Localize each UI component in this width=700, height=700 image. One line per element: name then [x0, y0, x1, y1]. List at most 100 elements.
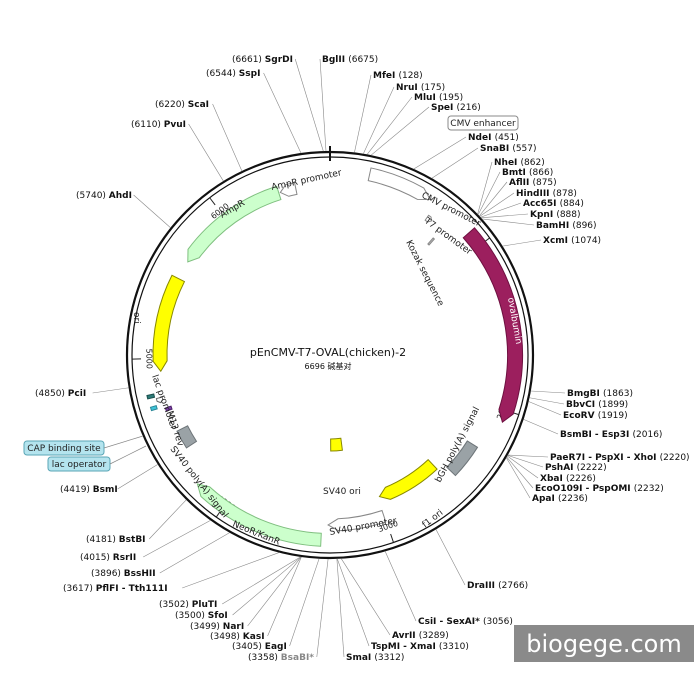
- site-leader: [354, 74, 372, 153]
- site-name: BmgBI: [567, 389, 603, 399]
- site-leader: [232, 556, 302, 616]
- leader-cap: [103, 435, 144, 449]
- site-leader: [370, 106, 430, 156]
- site-label: KpnI (888): [530, 210, 581, 220]
- site-label: PshAI (2222): [545, 463, 607, 473]
- boxed-label-lac-operator: lac operator: [47, 456, 111, 472]
- site-label: SpeI (216): [431, 103, 481, 113]
- site-leader: [247, 556, 302, 627]
- tick-mark: [390, 533, 394, 543]
- site-leader: [133, 194, 171, 228]
- feature-neor-kanr: [196, 483, 322, 547]
- site-name: SpeI: [431, 103, 457, 113]
- site-name: PaeR7I - PspXI - XhoI: [550, 453, 660, 463]
- site-label: (6661) SgrDI: [232, 55, 293, 65]
- watermark-text: biogege.com: [526, 630, 681, 658]
- site-leader: [435, 529, 466, 586]
- feature-f1-ori: [378, 458, 438, 500]
- site-leader: [148, 499, 187, 540]
- site-leader: [507, 454, 549, 458]
- site-name: PluTI: [192, 600, 218, 610]
- site-name: XbaI: [540, 474, 566, 484]
- feature-m13-rev: [164, 405, 173, 412]
- site-label: DraIII (2766): [467, 581, 528, 591]
- feature-ampr: [187, 185, 282, 263]
- site-pos: (2226): [566, 474, 596, 484]
- site-label: AflII (875): [509, 178, 557, 188]
- site-name: EcoRV: [563, 411, 598, 421]
- site-name: AhdI: [109, 191, 132, 201]
- site-name: TspMI - XmaI: [371, 642, 439, 652]
- site-label: (3499) NarI: [190, 622, 244, 632]
- site-pos: (1919): [598, 411, 628, 421]
- site-name: EcoO109I - PspOMI: [535, 484, 634, 494]
- restriction-sites: BglII (6675)(6661) SgrDI(6544) SspI(6220…: [35, 55, 690, 663]
- features: [146, 167, 523, 547]
- site-label: BsmBI - Esp3I (2016): [560, 430, 662, 440]
- site-label: MfeI (128): [373, 71, 423, 81]
- site-pos: (2766): [498, 581, 528, 591]
- site-label: (6220) ScaI: [155, 100, 209, 110]
- site-label: BglII (6675): [322, 55, 378, 65]
- site-leader: [336, 558, 370, 647]
- site-pos: (2222): [577, 463, 607, 473]
- boxed-label-cmv-enhancer: CMV enhancer: [447, 115, 519, 131]
- site-label: SnaBI (557): [480, 144, 537, 154]
- site-name: SgrDI: [265, 55, 293, 65]
- site-label: AvrII (3289): [392, 631, 449, 641]
- plasmid-size: 6696 碱基对: [305, 361, 352, 371]
- site-pos: (3498): [210, 632, 243, 642]
- site-pos: (888): [556, 210, 580, 220]
- plasmid-backbone: [125, 146, 535, 560]
- site-leader: [506, 456, 534, 489]
- site-pos: (3405): [232, 642, 265, 652]
- label-ampr-promoter: AmpR promoter: [271, 168, 343, 193]
- site-name: ApaI: [532, 494, 558, 504]
- site-label: PaeR7I - PspXI - XhoI (2220): [550, 453, 690, 463]
- site-name: KpnI: [530, 210, 556, 220]
- site-label: (6110) PvuI: [131, 120, 186, 130]
- site-label: TspMI - XmaI (3310): [371, 642, 469, 652]
- site-pos: (3499): [190, 622, 223, 632]
- site-name: BglII: [322, 55, 348, 65]
- site-name: PvuI: [164, 120, 186, 130]
- site-name: SnaBI: [480, 144, 512, 154]
- feature-lac-promoter: [155, 396, 164, 404]
- site-pos: (1899): [598, 400, 628, 410]
- site-pos: (878): [553, 189, 577, 199]
- site-pos: (216): [457, 103, 481, 113]
- site-leader: [477, 161, 493, 215]
- site-pos: (866): [529, 168, 553, 178]
- site-leader: [267, 556, 302, 637]
- site-leader: [143, 520, 211, 558]
- site-leader: [480, 202, 522, 218]
- site-label: (3617) PflFI - Tth111I: [63, 584, 168, 594]
- site-name: PshAI: [545, 463, 577, 473]
- site-pos: (4181): [86, 535, 119, 545]
- tick-label: 5000: [144, 348, 153, 369]
- site-leader: [363, 86, 395, 154]
- site-label: NdeI (451): [468, 133, 519, 143]
- site-name: DraIII: [467, 581, 498, 591]
- site-label: XbaI (2226): [540, 474, 596, 484]
- site-leader: [479, 181, 508, 217]
- site-pos: (195): [439, 93, 463, 103]
- site-label: CsiI - SexAI* (3056): [418, 617, 513, 627]
- watermark: biogege.com: [514, 625, 694, 662]
- tick-mark: [209, 197, 216, 206]
- site-pos: (557): [512, 144, 536, 154]
- site-name: BstBI: [119, 535, 146, 545]
- site-leader: [294, 58, 324, 152]
- site-name: BbvCI: [566, 400, 598, 410]
- site-label: EcoO109I - PspOMI (2232): [535, 484, 664, 494]
- site-leader: [431, 147, 479, 179]
- site-name: BsmBI - Esp3I: [560, 430, 633, 440]
- boxed-label-cap-binding-site: CAP binding site: [23, 440, 105, 456]
- site-label: (3405) EagI: [232, 642, 287, 652]
- site-pos: (451): [495, 133, 519, 143]
- site-name: AflII: [509, 178, 532, 188]
- site-leader: [222, 556, 301, 605]
- site-name: SspI: [239, 69, 261, 79]
- svg-text:lac operator: lac operator: [52, 460, 107, 470]
- svg-text:CAP binding site: CAP binding site: [27, 444, 101, 454]
